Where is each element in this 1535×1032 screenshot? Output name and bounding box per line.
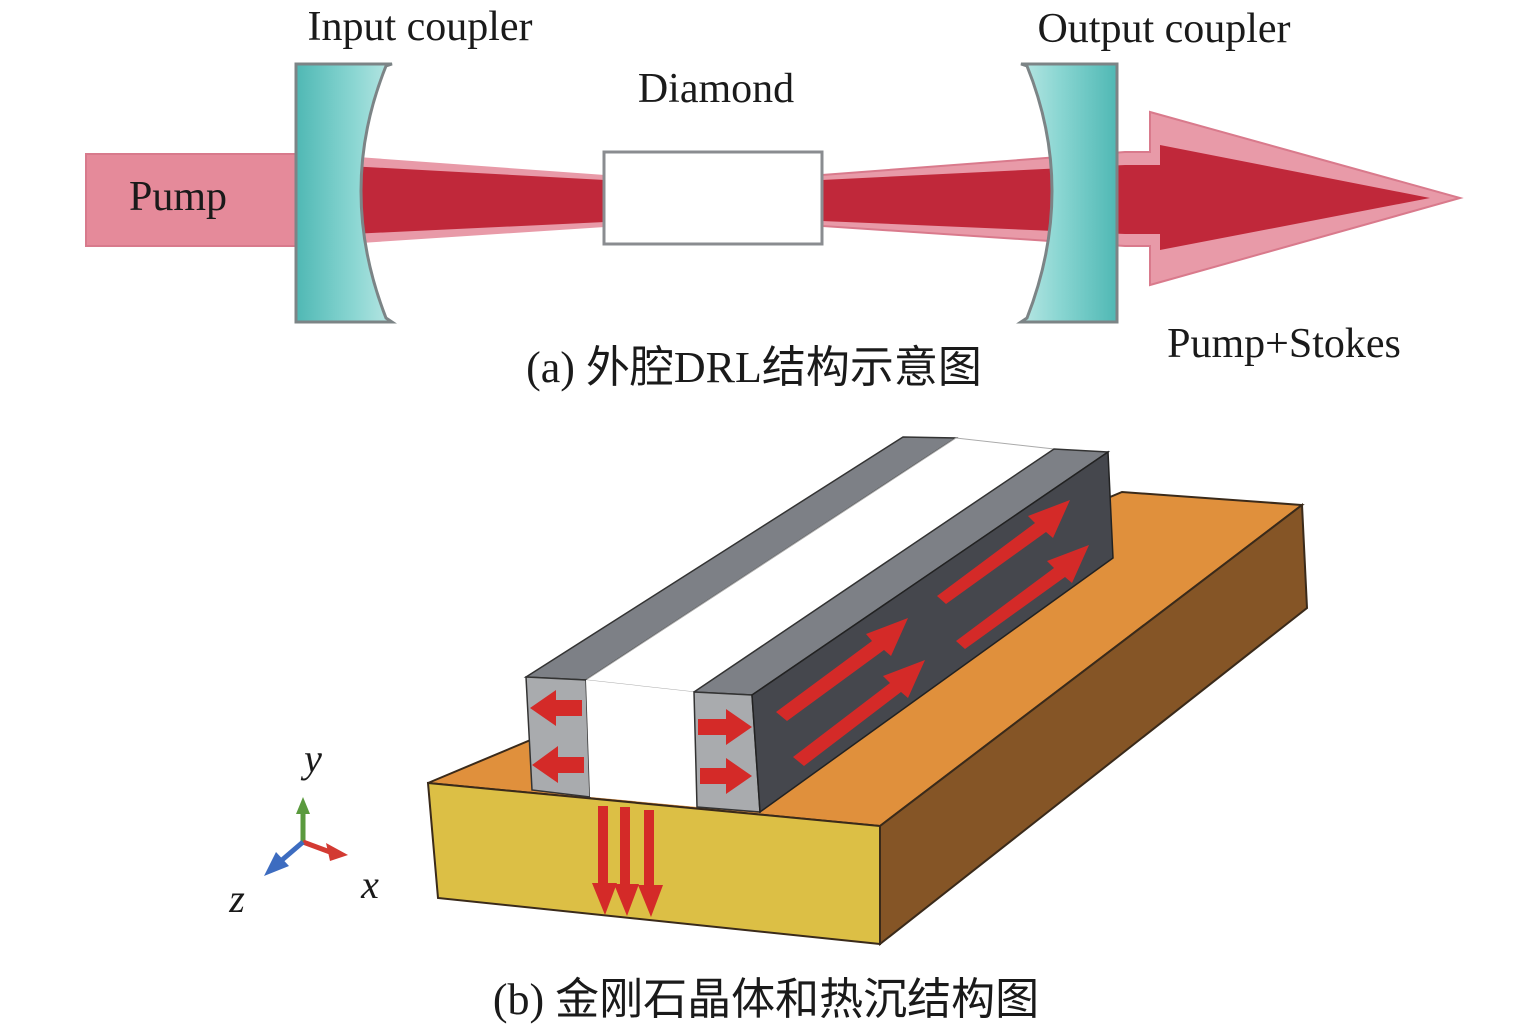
output-coupler-label: Output coupler	[1037, 6, 1290, 52]
axis-z-label: z	[228, 876, 245, 921]
input-coupler-label: Input coupler	[307, 4, 532, 50]
heat-arrow-down-3	[638, 810, 663, 917]
axis-x-label: x	[360, 862, 379, 907]
pump-beam	[85, 153, 301, 247]
heat-arrow-side-2	[793, 660, 925, 766]
coordinate-axes: y x z	[228, 736, 379, 921]
heat-arrow-right-lower	[700, 758, 752, 794]
input-coupler-mirror	[294, 62, 397, 324]
axis-z-arrow	[280, 840, 305, 862]
heat-arrow-right-upper	[698, 709, 752, 745]
heat-arrow-side-1	[776, 618, 908, 721]
axis-x-arrowhead	[326, 843, 348, 861]
output-coupler-mirror	[1016, 62, 1119, 324]
panel-b-crystal-heatsink: y x z (b) 金刚石晶体和热沉结构图	[228, 436, 1309, 1024]
pump-label: Pump	[129, 174, 227, 220]
heat-sink-side	[879, 503, 1309, 947]
axis-z-arrowhead	[264, 852, 289, 876]
output-beam-core	[822, 145, 1430, 250]
heat-arrow-down-1	[592, 806, 617, 915]
pump-stokes-label: Pump+Stokes	[1167, 321, 1401, 367]
heat-arrow-left-lower	[532, 746, 584, 783]
crystal-front-center	[586, 680, 697, 807]
diamond-crystal	[602, 150, 824, 246]
intracavity-beam-left-core	[330, 165, 605, 235]
diamond-label: Diamond	[638, 66, 794, 112]
panel-a-cavity-schematic: Input coupler Output coupler Diamond Pum…	[85, 4, 1464, 392]
heat-flow-arrows	[530, 500, 1089, 917]
axis-x-arrow	[302, 839, 331, 855]
heat-arrow-left-upper	[530, 690, 582, 726]
heat-arrow-side-3	[937, 500, 1070, 604]
axis-y-arrowhead	[296, 797, 310, 814]
panel-b-caption: (b) 金刚石晶体和热沉结构图	[493, 975, 1039, 1024]
panel-a-caption: (a) 外腔DRL结构示意图	[526, 343, 982, 392]
heat-arrow-side-4	[956, 545, 1089, 649]
axis-y-label: y	[300, 736, 322, 781]
heat-arrow-down-2	[614, 807, 639, 916]
